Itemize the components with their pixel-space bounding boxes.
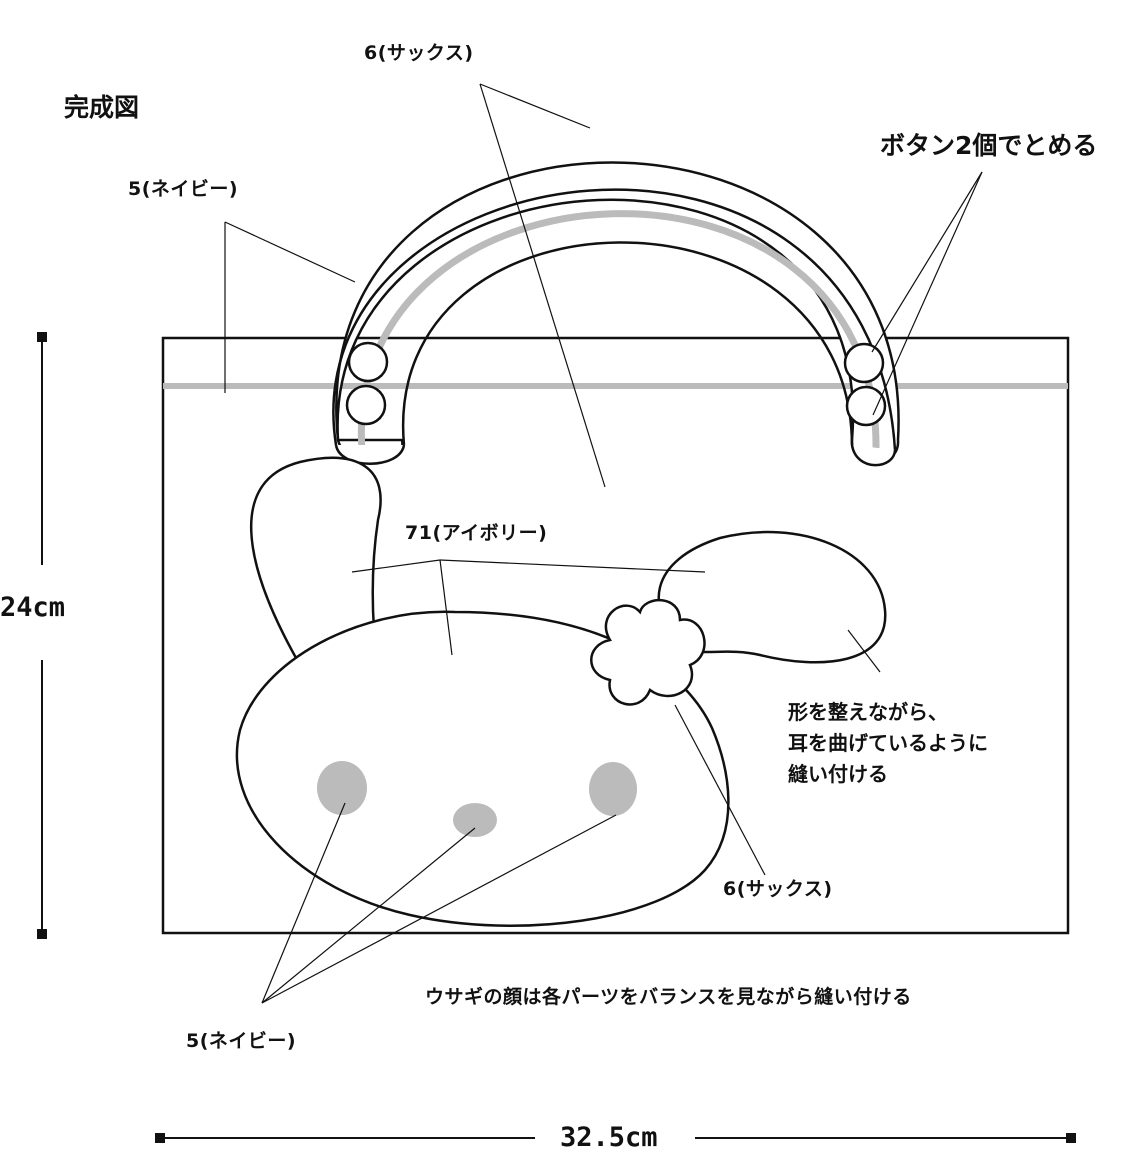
- label-handle-side: 5(ネイビー): [128, 178, 239, 200]
- button-left-top: [347, 341, 389, 383]
- handle-inner: [401, 241, 854, 446]
- handle-outer: [332, 188, 897, 451]
- button-left-bottom: [345, 384, 387, 426]
- rabbit-right-eye: [589, 762, 637, 816]
- label-bag-body: 71(アイボリー): [405, 522, 548, 544]
- bag-handle: [335, 161, 900, 464]
- flower: [590, 598, 706, 706]
- width-dimension-label: 32.5cm: [560, 1122, 658, 1153]
- handle-end-right: [850, 444, 897, 467]
- handle-end-left: [334, 444, 406, 465]
- rabbit-left-ear: [249, 456, 382, 666]
- button-right-bottom: [845, 385, 887, 427]
- height-dimension: [37, 332, 47, 939]
- label-flower: 6(サックス): [723, 878, 833, 900]
- diagram-title: 完成図: [64, 93, 140, 122]
- label-handle-top: 6(サックス): [364, 42, 474, 64]
- rabbit-left-eye: [317, 761, 367, 815]
- rabbit-right-ear: [657, 530, 887, 664]
- width-dimension: [155, 1133, 1076, 1143]
- height-dimension-label: 24cm: [0, 592, 66, 623]
- handle-stitch: [357, 210, 880, 451]
- button-right-top: [843, 342, 885, 384]
- leader-lines: [224, 83, 983, 1004]
- rabbit-head: [235, 610, 730, 927]
- rabbit-nose: [453, 803, 497, 837]
- label-button-note: ボタン2個でとめる: [880, 131, 1098, 160]
- label-face-parts: 5(ネイビー): [186, 1030, 297, 1052]
- label-ear-note: 形を整えながら、 耳を曲げているように 縫い付ける: [788, 700, 988, 786]
- label-face-note: ウサギの顔は各パーツをバランスを見ながら縫い付ける: [425, 986, 912, 1008]
